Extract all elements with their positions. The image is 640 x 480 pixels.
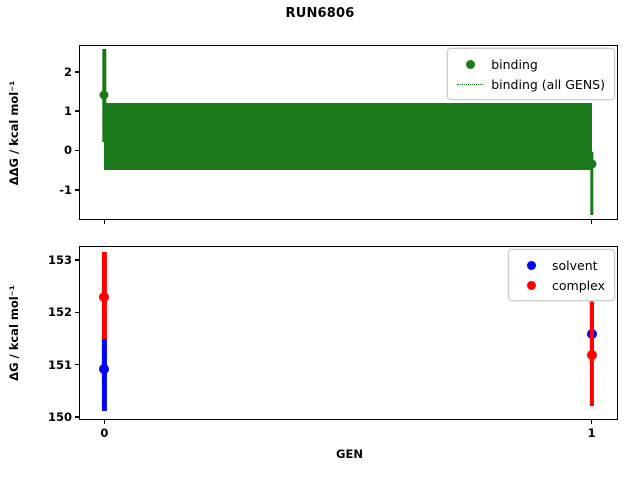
y-tick-label: 2 (63, 64, 72, 79)
y-tick (75, 188, 80, 191)
top-panel-ylabel: ΔΔG / kcal mol⁻¹ (7, 80, 21, 185)
bottom-panel-axes: ΔG / kcal mol⁻¹ 150 151 152 153 0 1 GEN solve… (7, 246, 618, 461)
binding-marker-icon (455, 59, 485, 69)
x-tick (103, 419, 106, 424)
bottom-panel-plot-area (80, 247, 617, 419)
complex-marker-icon (516, 280, 546, 290)
y-tick-label: -1 (59, 182, 72, 197)
y-tick (75, 110, 80, 112)
y-tick-label: 1 (63, 104, 72, 119)
legend-label: complex (552, 277, 605, 293)
dotted-line-icon (455, 83, 485, 85)
top-panel-axes: ΔΔG / kcal mol⁻¹ -1 0 1 2 binding binding (… (7, 45, 618, 224)
legend-entry-binding: binding (455, 54, 605, 74)
data-point-marker (587, 159, 597, 169)
y-tick (75, 311, 80, 314)
error-bar (589, 152, 594, 216)
error-bar (102, 338, 107, 411)
y-tick (75, 363, 80, 366)
top-panel-legend: binding binding (all GENS) (447, 48, 615, 100)
y-tick-label: 152 (47, 305, 72, 320)
y-tick-label: 0 (63, 143, 72, 158)
legend-label: solvent (552, 257, 598, 273)
data-point-marker (586, 350, 597, 361)
binding-all-gens-band (104, 103, 592, 171)
y-tick-label: 151 (47, 357, 72, 372)
legend-label: binding (all GENS) (491, 76, 605, 92)
legend-label: binding (491, 56, 538, 72)
solvent-marker-icon (516, 260, 546, 270)
x-tick (103, 219, 106, 224)
bottom-panel-legend: solvent complex (508, 249, 615, 301)
y-tick (75, 416, 80, 418)
x-tick-label: 1 (587, 426, 596, 440)
legend-entry-solvent: solvent (516, 255, 605, 275)
data-point-marker (99, 291, 110, 302)
y-tick-label: 153 (47, 253, 72, 268)
data-point-marker (99, 363, 110, 374)
x-axis-label: GEN (336, 447, 363, 461)
bottom-panel-ylabel: ΔG / kcal mol⁻¹ (7, 285, 21, 381)
y-tick (75, 259, 80, 261)
legend-entry-binding-all-gens: binding (all GENS) (455, 74, 605, 94)
x-tick (590, 219, 593, 224)
top-panel-plot-area (80, 46, 617, 219)
x-tick-label: 0 (100, 426, 109, 440)
y-tick-label: 150 (47, 409, 72, 424)
legend-entry-complex: complex (516, 275, 605, 295)
figure-title: RUN6806 (285, 6, 355, 21)
data-point-marker (99, 90, 109, 100)
y-tick (75, 71, 80, 73)
y-tick (75, 149, 80, 152)
x-tick (590, 419, 593, 424)
